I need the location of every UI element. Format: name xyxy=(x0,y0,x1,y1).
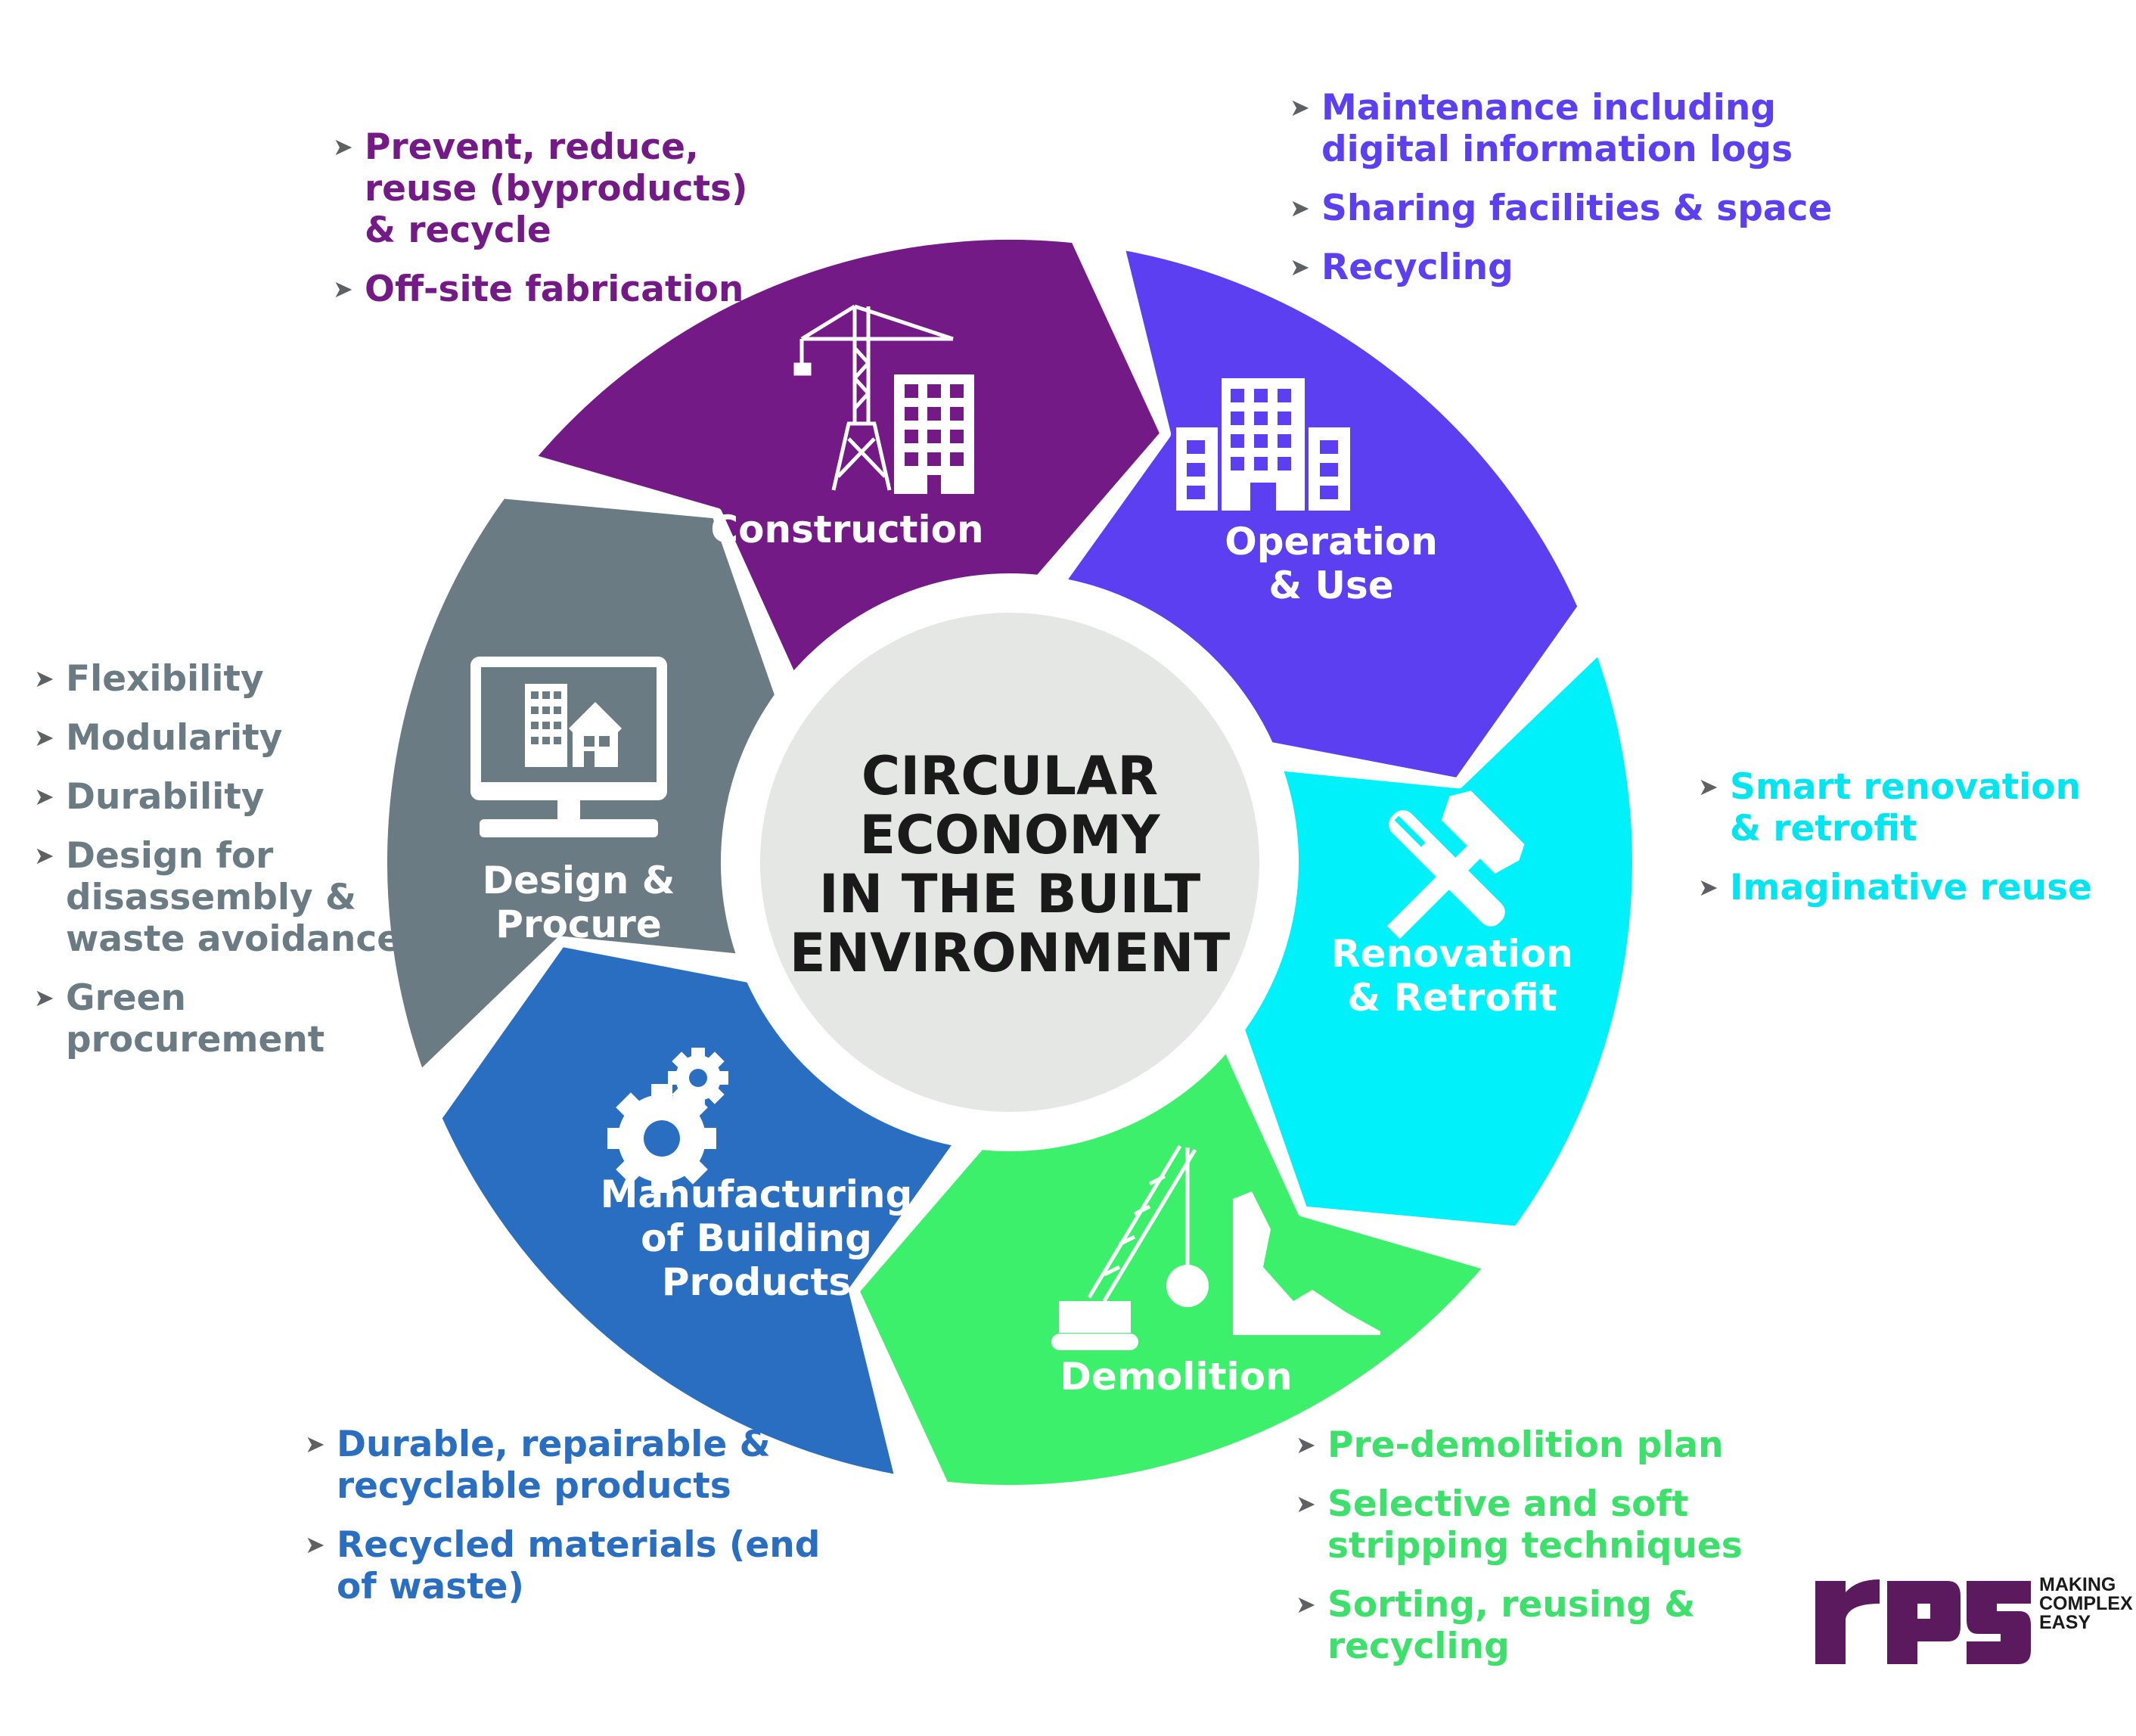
construction-bullets: Prevent, reduce, reuse (byproducts) & re… xyxy=(333,126,802,328)
hammer-and-wrench-icon xyxy=(1386,790,1525,939)
list-item: Selective and soft stripping techniques xyxy=(1296,1483,1810,1567)
renovation-bullets: Smart renovation & retrofit Imaginative … xyxy=(1698,766,2122,926)
logo-tagline: MAKING COMPLEX EASY xyxy=(2039,1574,2133,1633)
list-item: Smart renovation & retrofit xyxy=(1698,766,2122,849)
rps-logo: rps xyxy=(1815,1573,2031,1664)
list-item: Off-site fabrication xyxy=(333,269,802,310)
list-item: Sorting, reusing & recycling xyxy=(1296,1584,1810,1667)
list-item: Prevent, reduce, reuse (byproducts) & re… xyxy=(333,126,802,251)
list-item: Durable, repairable & recyclable product… xyxy=(305,1424,834,1507)
list-item: Recycled materials (end of waste) xyxy=(305,1524,834,1607)
segment-label: Construction xyxy=(710,508,983,551)
design-bullets: Flexibility Modularity Durability Design… xyxy=(34,658,427,1078)
list-item: Sharing facilities & space xyxy=(1290,188,1834,229)
manufacturing-bullets: Durable, repairable & recyclable product… xyxy=(305,1424,834,1625)
list-item: Imaginative reuse xyxy=(1698,867,2122,908)
list-item: Pre-demolition plan xyxy=(1296,1424,1810,1466)
segment-label: Design &Procure xyxy=(483,859,675,946)
list-item: Flexibility xyxy=(34,658,427,700)
segment-arrow-3 xyxy=(848,1039,1496,1496)
segment-label: Operation& Use xyxy=(1225,520,1438,607)
segment-arrow-2 xyxy=(1234,642,1643,1237)
logo-wordmark: rps xyxy=(1815,1573,1817,1574)
segment-arrow-0 xyxy=(523,228,1172,685)
cycle-segments xyxy=(377,228,1643,1496)
center-hub xyxy=(760,613,1259,1112)
office-building-icon xyxy=(1176,378,1350,511)
crane-and-building-icon xyxy=(793,304,974,494)
gears-icon xyxy=(607,1048,728,1193)
list-item: Green procurement xyxy=(34,977,427,1061)
computer-monitor-icon xyxy=(470,657,667,837)
list-item: Recycling xyxy=(1290,247,1834,288)
wrecking-ball-crane-icon xyxy=(1051,1144,1380,1350)
segment-icons xyxy=(470,304,1525,1350)
demolition-bullets: Pre-demolition plan Selective and soft s… xyxy=(1296,1424,1810,1685)
segment-label: Renovation& Retrofit xyxy=(1331,932,1573,1020)
list-item: Maintenance including digital informatio… xyxy=(1290,87,1834,170)
list-item: Design for disassembly & waste avoidance xyxy=(34,835,427,960)
segment-arrow-1 xyxy=(1054,238,1589,789)
segment-label: Demolition xyxy=(1060,1355,1292,1399)
list-item: Modularity xyxy=(34,717,427,759)
list-item: Durability xyxy=(34,776,427,818)
operation-bullets: Maintenance including digital informatio… xyxy=(1290,87,1834,306)
